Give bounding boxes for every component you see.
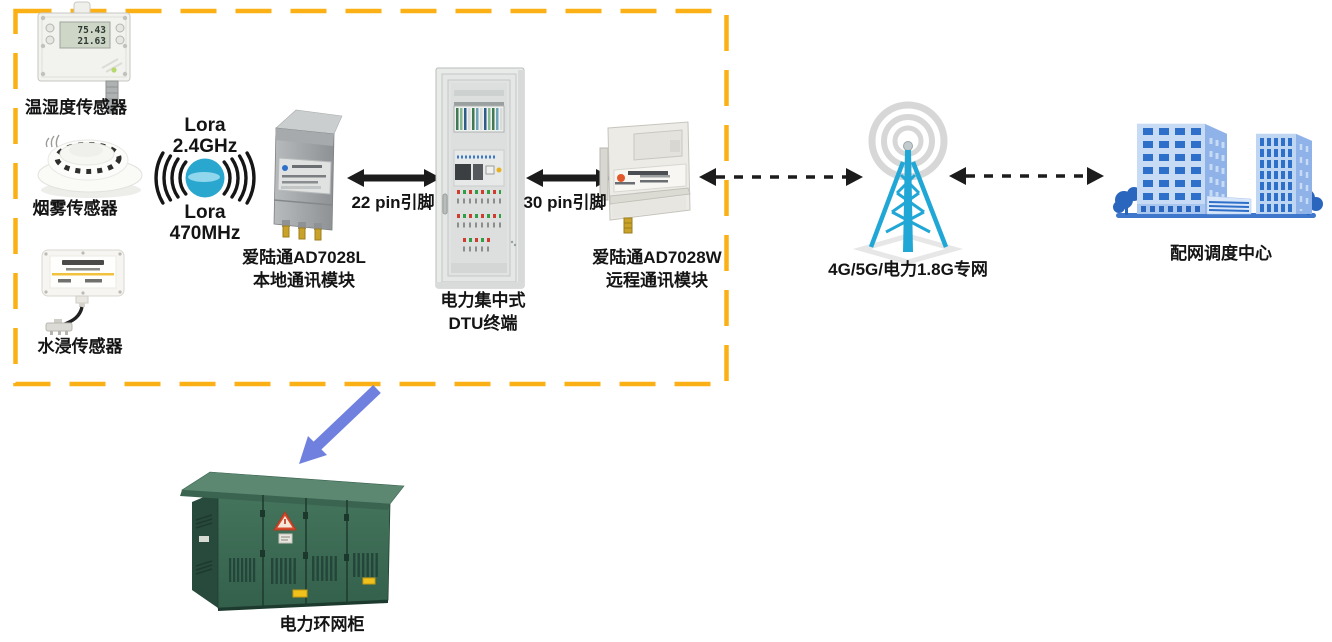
local-module-device <box>266 102 350 244</box>
temperature-humidity-sensor-icon: 75.43 21.63 <box>26 0 142 116</box>
warning-triangle-icon <box>273 511 297 544</box>
dashed-link-module-tower <box>699 168 863 186</box>
lcd-temperature-value: 21.63 <box>77 36 106 47</box>
lora-bottom-frequency: 470MHz <box>169 223 241 244</box>
water-sensor-label: 水浸传感器 <box>37 337 123 356</box>
blue-callout-arrow <box>299 385 381 464</box>
dtu-cabinet-icon <box>434 66 530 294</box>
lcd-humidity-value: 75.43 <box>77 25 106 36</box>
building-left <box>1136 123 1228 214</box>
local-module-name: 爱陆通AD7028L <box>242 248 366 267</box>
lora-signal-icon <box>140 147 270 209</box>
dashed-boundary <box>13 8 729 387</box>
cell-tower-icon <box>852 101 964 265</box>
smoke-sensor-icon <box>33 128 149 202</box>
water-sensor-icon <box>38 246 134 340</box>
ring-main-unit-label: 电力环网柜 <box>279 615 365 634</box>
remote-module-desc: 远程通讯模块 <box>606 271 708 290</box>
building-center <box>1206 195 1252 215</box>
remote-module-device <box>598 114 698 240</box>
tree-left-icon <box>1113 187 1141 215</box>
arrow-22pin <box>347 169 441 187</box>
lora-top-name: Lora <box>184 115 226 136</box>
network-tower-label: 4G/5G/电力1.8G专网 <box>828 260 988 279</box>
ring-main-unit-icon <box>175 458 407 616</box>
dtu-label-line2: DTU终端 <box>448 314 518 333</box>
dashed-link-tower-center <box>949 167 1104 185</box>
dtu-label-line1: 电力集中式 <box>440 291 526 310</box>
building-right <box>1255 133 1313 214</box>
local-module-desc: 本地通讯模块 <box>253 271 355 290</box>
buildings-icon <box>1108 112 1330 224</box>
remote-module-name: 爱陆通AD7028W <box>592 248 722 267</box>
temperature-sensor-label: 温湿度传感器 <box>25 98 127 117</box>
dispatch-center-label: 配网调度中心 <box>1170 244 1272 263</box>
lora-bottom-name: Lora <box>184 202 226 223</box>
pin22-link-label: 22 pin引脚 <box>351 193 435 212</box>
pin30-link-label: 30 pin引脚 <box>523 193 607 212</box>
smoke-sensor-label: 烟雾传感器 <box>32 199 118 218</box>
lora-top-frequency: 2.4GHz <box>172 136 238 157</box>
